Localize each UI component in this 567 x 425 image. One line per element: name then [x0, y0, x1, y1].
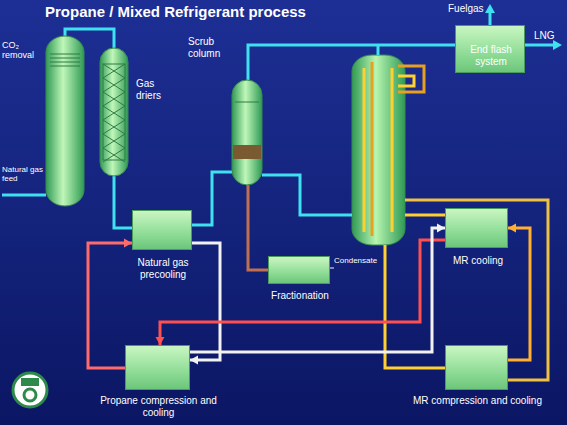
- node-label: MR compression and cooling: [413, 395, 542, 407]
- line-path: [508, 228, 530, 360]
- vessel: Gas driers: [100, 48, 128, 176]
- process-line: [248, 45, 455, 80]
- node-label: MR cooling: [436, 255, 520, 267]
- node-label: Propane compression and cooling: [94, 395, 223, 418]
- arrow-head: [156, 337, 165, 345]
- process-line: [508, 224, 530, 361]
- line-path: [190, 228, 445, 352]
- node-label: Gas driers: [136, 78, 178, 101]
- stream-label: LNG: [534, 30, 562, 42]
- line-path: [114, 176, 132, 228]
- stream-label: Fuelgas: [448, 3, 488, 15]
- process-line: [156, 240, 446, 345]
- line-path: [160, 240, 445, 345]
- node-label: End flash system: [460, 44, 522, 67]
- arrow-head: [508, 224, 516, 233]
- node-label: CO₂ removal: [2, 40, 42, 61]
- node-label: Fractionation: [259, 290, 341, 302]
- process-line: [2, 4, 562, 380]
- process-box: End flash system: [455, 25, 525, 73]
- process-line: [190, 224, 445, 353]
- line-path: [192, 172, 232, 225]
- vessel: CO₂ removal: [46, 36, 84, 206]
- arrow-head: [190, 356, 198, 365]
- process-line: [190, 243, 220, 365]
- stream-label: Condensate: [334, 256, 380, 265]
- process-box: Natural gas precooling: [132, 210, 192, 250]
- logo: [13, 373, 47, 407]
- process-line: [114, 176, 132, 228]
- arrow-head: [437, 224, 445, 233]
- process-line: [192, 172, 232, 225]
- arrow-head: [124, 239, 132, 248]
- process-box: MR compression and cooling: [445, 345, 508, 390]
- stream-label: Natural gas feed: [2, 165, 44, 183]
- process-box: Fractionation: [268, 256, 330, 284]
- node-label: Scrub column: [188, 36, 230, 59]
- line-path: [190, 243, 220, 360]
- process-box: Propane compression and cooling: [125, 345, 190, 390]
- line-path: [248, 185, 268, 270]
- vessel-shape: [100, 48, 128, 176]
- diagram-title: Propane / Mixed Refrigerant process: [45, 3, 306, 20]
- line-path: [248, 45, 455, 80]
- process-box: MR cooling: [445, 208, 508, 248]
- node-label: Natural gas precooling: [121, 257, 205, 280]
- vessel: Scrub column: [232, 80, 262, 185]
- process-line: [248, 185, 268, 270]
- vessel-shape: [46, 36, 84, 206]
- vessel-shape: [232, 80, 262, 185]
